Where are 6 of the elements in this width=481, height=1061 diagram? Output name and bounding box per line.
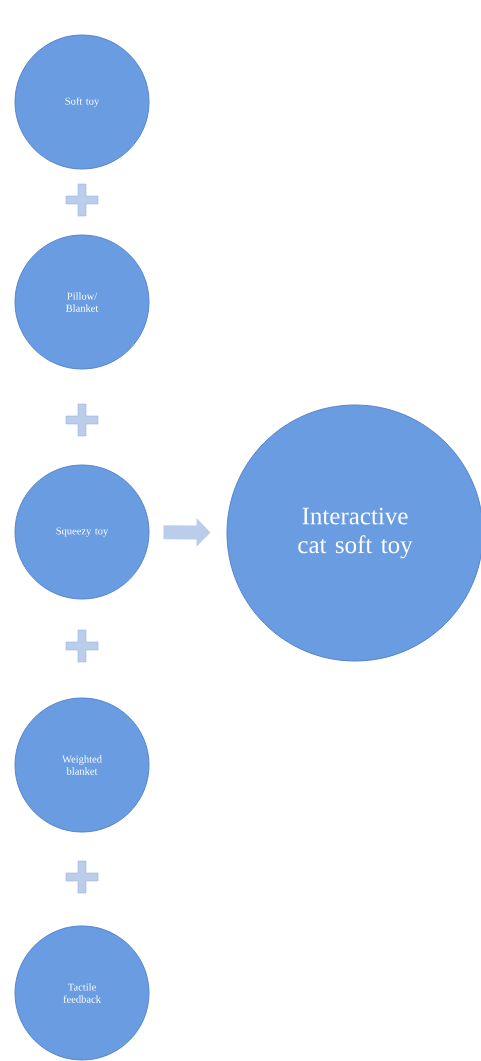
circle-node: Pillow/ Blanket (14, 234, 150, 370)
circle-node: Interactive cat soft toy (226, 404, 481, 662)
circle-node: Tactile feedback (14, 925, 150, 1061)
circle-node: Soft toy (14, 34, 150, 170)
circle-node: Squeezy toy (14, 464, 150, 600)
circle-node: Weighted blanket (14, 697, 150, 833)
